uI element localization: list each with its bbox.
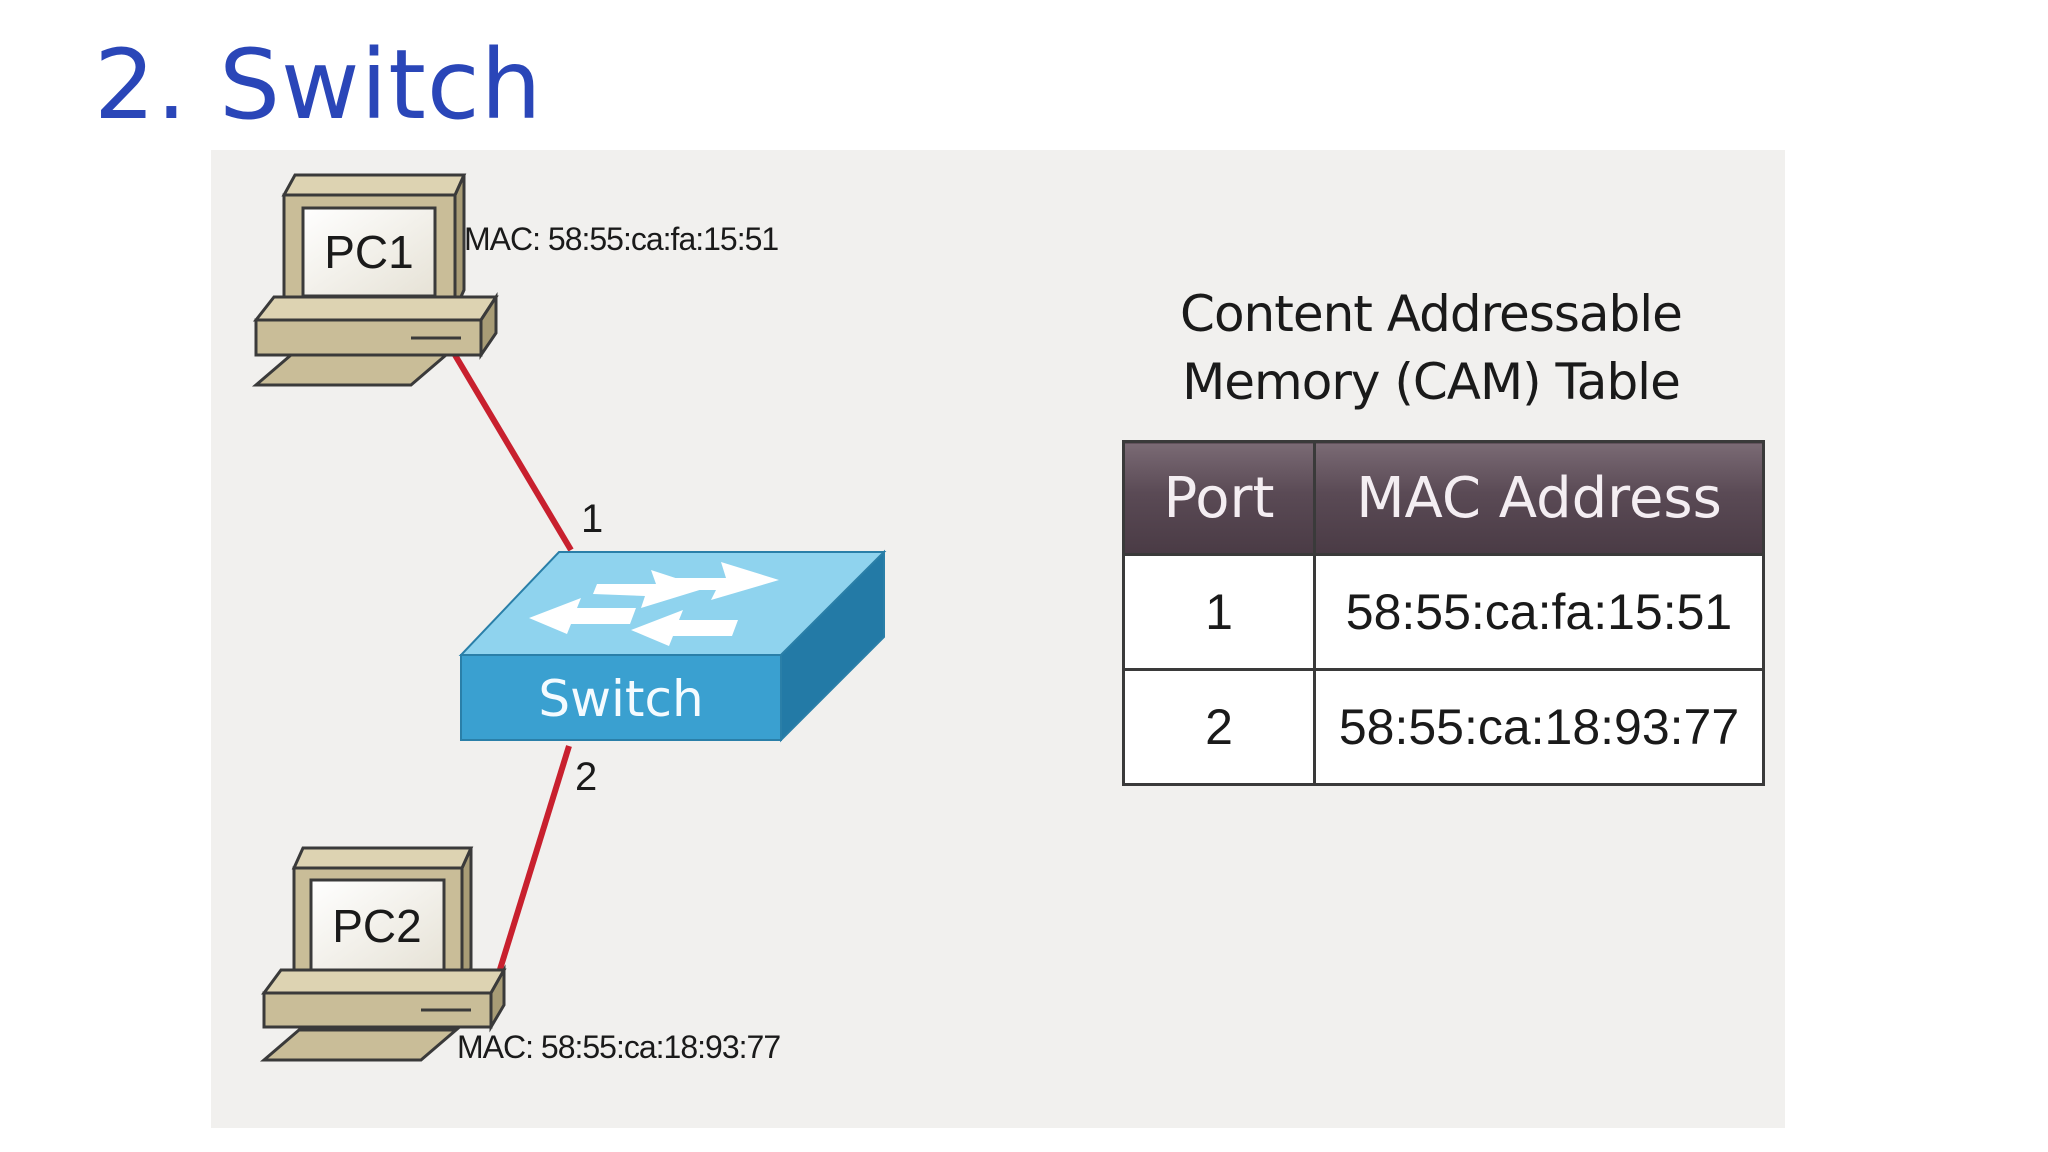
cam-table: Port MAC Address 1 58:55:ca:fa:15:51 2 5… [1122,440,1765,786]
mac-cell: 58:55:ca:fa:15:51 [1313,553,1765,671]
cam-title-line-2: Memory (CAM) Table [1182,353,1681,411]
link-pc1-switch [452,353,574,552]
link-pc2-switch [486,745,572,1006]
pc1-computer-icon [251,173,499,387]
mac-cell: 58:55:ca:18:93:77 [1313,668,1765,786]
port-column-header: Port [1122,440,1316,556]
table-row: 1 58:55:ca:fa:15:51 [1122,553,1765,671]
port-1-label: 1 [581,497,603,541]
switch-diagram: PC1 MAC: 58:55:ca:fa:15:51 1 2 Switch [211,150,1785,1128]
switch-label: Switch [538,670,703,728]
port-2-label: 2 [575,755,597,799]
table-row: 2 58:55:ca:18:93:77 [1122,668,1765,786]
switch-icon [458,549,887,743]
pc2-mac-label: MAC: 58:55:ca:18:93:77 [457,1029,780,1065]
network-diagram: PC1 MAC: 58:55:ca:fa:15:51 1 2 Switch [251,173,887,1065]
cam-header-row: Port MAC Address [1122,440,1765,556]
port-cell: 1 [1122,553,1316,671]
cam-title-line-1: Content Addressable [1180,285,1683,343]
pc1-mac-label: MAC: 58:55:ca:fa:15:51 [464,221,778,257]
page-title: 2. Switch [94,29,543,141]
cam-table-title: Content Addressable Memory (CAM) Table [1091,280,1771,416]
mac-column-header: MAC Address [1313,440,1765,556]
pc1-label: PC1 [324,226,413,278]
pc2-computer-icon [259,846,507,1062]
pc2-label: PC2 [332,900,421,952]
port-cell: 2 [1122,668,1316,786]
